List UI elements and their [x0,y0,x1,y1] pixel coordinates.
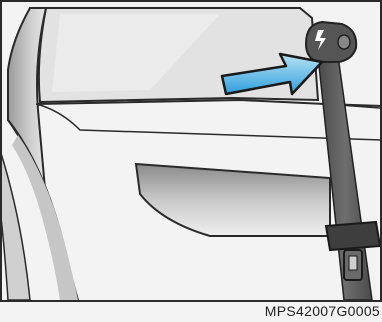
image-code: MPS42007G0005 [265,300,380,322]
anchor-bolt [338,35,350,49]
tongue-slot [349,256,357,270]
seatbelt-tongue [326,222,380,250]
